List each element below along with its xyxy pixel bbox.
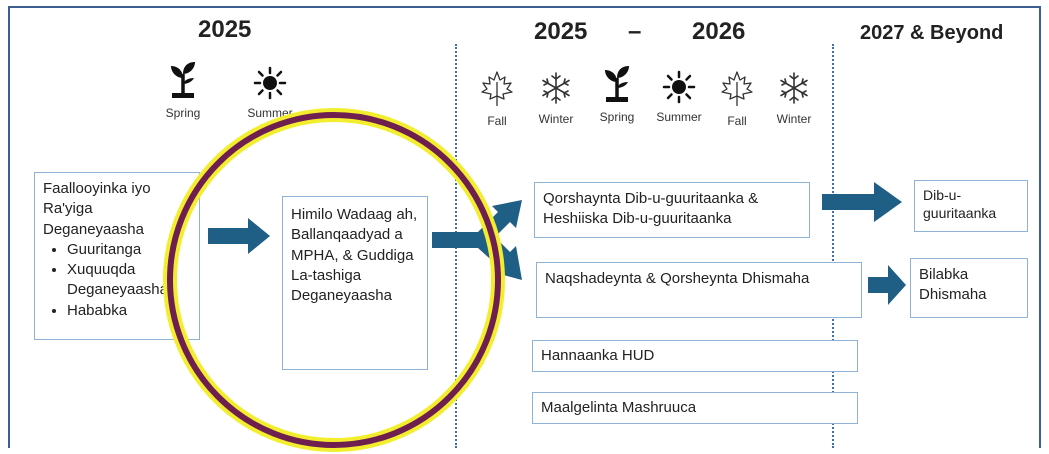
relocation-box: Dib-u-guuritaanka bbox=[914, 180, 1028, 232]
diagram-frame bbox=[8, 6, 1041, 448]
list-item: Xuquuqda Deganeyaasha bbox=[67, 260, 193, 301]
season-winter-1: Winter bbox=[528, 70, 584, 126]
construction-start-text: Bilabka Dhismaha bbox=[919, 266, 987, 304]
arrow-fork bbox=[432, 200, 522, 280]
shared-vision-box: Himilo Wadaag ah, Ballanqaadyad a MPHA, … bbox=[282, 196, 428, 370]
arrow-to-shared-vision bbox=[208, 218, 270, 254]
resident-feedback-list: Guuritanga Xuquuqda Deganeyaasha Hababka bbox=[43, 240, 193, 321]
relocation-text: Dib-u-guuritaanka bbox=[923, 187, 997, 222]
snowflake-icon bbox=[542, 72, 570, 104]
sprout-icon bbox=[171, 62, 195, 98]
season-winter-2: Winter bbox=[768, 70, 820, 126]
season-summer-2025: Summer bbox=[240, 66, 300, 120]
design-plan-text: Naqshadeynta & Qorsheynta Dhismaha bbox=[545, 270, 810, 287]
sprout-icon bbox=[605, 66, 629, 102]
list-item: Hababka bbox=[67, 301, 193, 321]
season-spring-2026: Spring bbox=[590, 64, 644, 124]
hud-process-box: Hannaanka HUD bbox=[532, 340, 858, 372]
snowflake-icon bbox=[780, 72, 808, 104]
season-spring-2025: Spring bbox=[156, 60, 210, 120]
season-fall-2: Fall bbox=[714, 70, 760, 128]
season-label: Fall bbox=[487, 114, 507, 128]
year-2025-2026-start: 2025 bbox=[534, 18, 588, 45]
sun-icon bbox=[662, 70, 696, 104]
season-label: Winter bbox=[538, 112, 574, 126]
hud-process-text: Hannaanka HUD bbox=[541, 347, 655, 364]
project-finance-text: Maalgelinta Mashruuca bbox=[541, 399, 697, 416]
resident-feedback-title: Faallooyinka iyo Ra'yiga Deganeyaasha bbox=[43, 180, 151, 238]
list-item: Guuritanga bbox=[67, 240, 193, 260]
season-label: Spring bbox=[165, 106, 201, 120]
season-label: Spring bbox=[599, 110, 635, 124]
season-label: Summer bbox=[247, 106, 293, 120]
maple-leaf-icon bbox=[481, 71, 513, 106]
shared-vision-text: Himilo Wadaag ah, Ballanqaadyad a MPHA, … bbox=[291, 206, 418, 304]
year-2025-2026-dash: – bbox=[628, 18, 642, 45]
sun-icon bbox=[253, 66, 287, 100]
season-fall-1: Fall bbox=[474, 70, 520, 128]
design-plan-box: Naqshadeynta & Qorsheynta Dhismaha bbox=[536, 262, 862, 318]
season-label: Fall bbox=[727, 114, 747, 128]
construction-start-box: Bilabka Dhismaha bbox=[910, 258, 1028, 318]
arrow-to-construction bbox=[868, 265, 906, 305]
resident-feedback-box: Faallooyinka iyo Ra'yiga Deganeyaasha Gu… bbox=[34, 172, 200, 340]
arrow-to-relocation bbox=[822, 182, 902, 222]
relocation-plan-box: Qorshaynta Dib-u-guuritaanka & Heshiiska… bbox=[534, 182, 810, 238]
season-summer-2026: Summer bbox=[648, 70, 710, 124]
season-label: Summer bbox=[656, 110, 702, 124]
divider-right bbox=[832, 44, 834, 448]
year-2027-beyond-heading: 2027 & Beyond bbox=[860, 22, 1004, 44]
relocation-plan-text: Qorshaynta Dib-u-guuritaanka & Heshiiska… bbox=[543, 190, 759, 228]
season-label: Winter bbox=[776, 112, 812, 126]
maple-leaf-icon bbox=[721, 71, 753, 106]
project-finance-box: Maalgelinta Mashruuca bbox=[532, 392, 858, 424]
year-2025-2026-end: 2026 bbox=[692, 18, 746, 45]
year-2025-heading: 2025 bbox=[198, 16, 252, 43]
